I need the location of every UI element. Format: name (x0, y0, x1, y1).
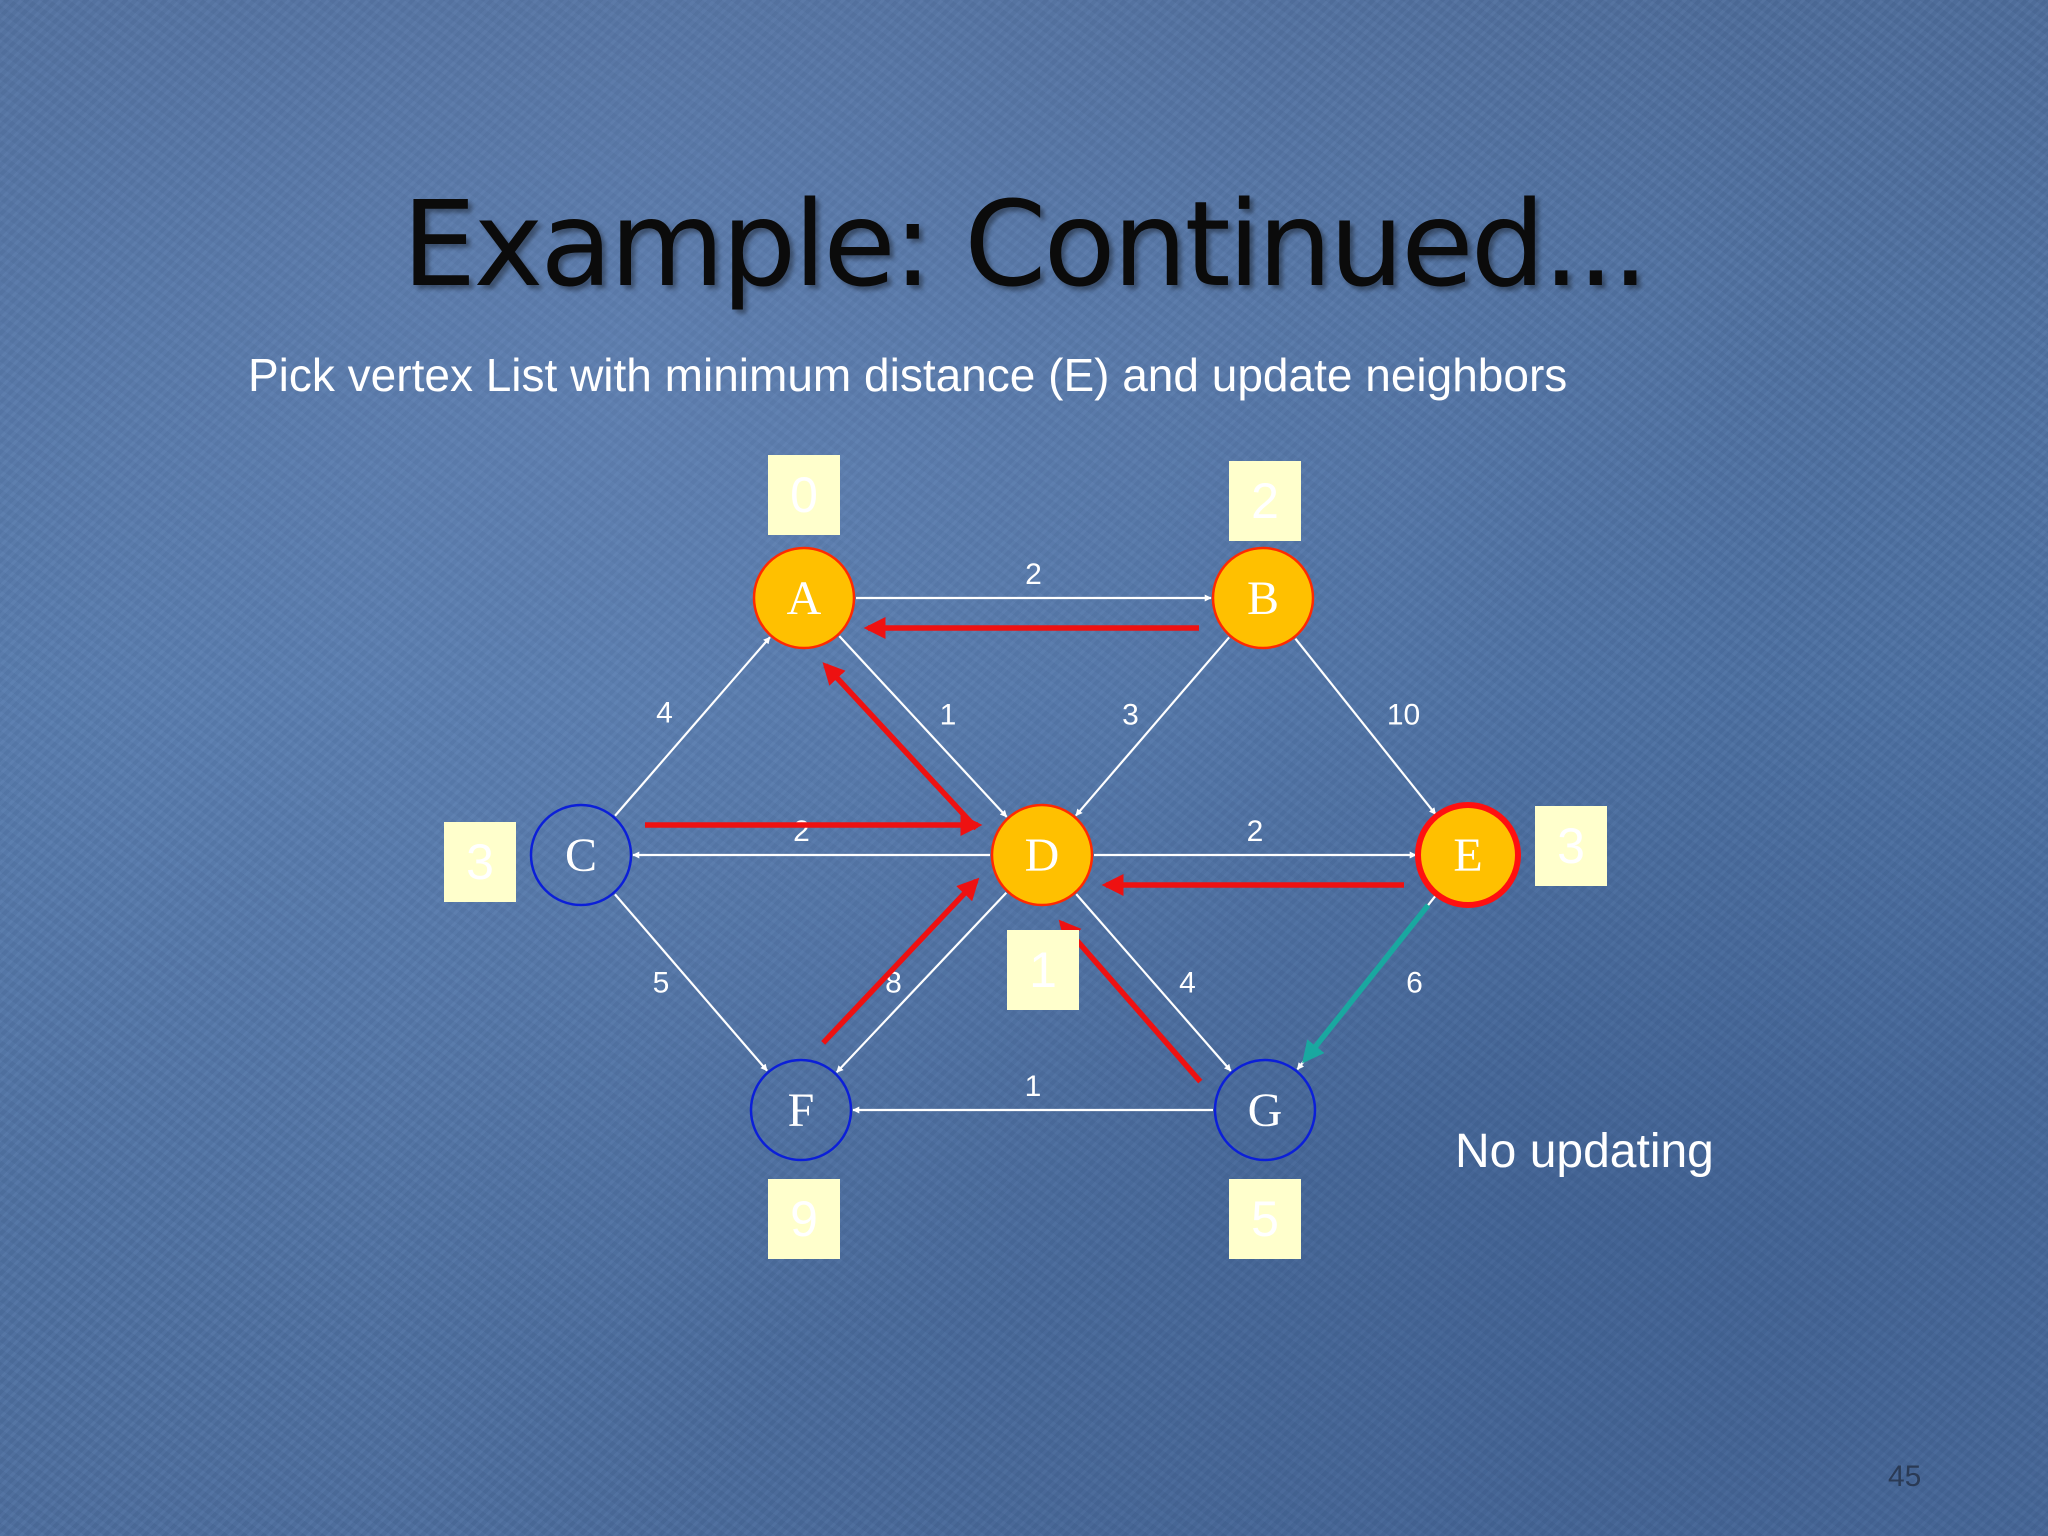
slide-title: Example: Continued... (401, 175, 1649, 313)
no-updating-note: No updating (1455, 1125, 1714, 1178)
edge-weight-B-E: 10 (1387, 699, 1420, 732)
edge-weight-C-F: 5 (653, 967, 670, 1000)
edge-B-D (1075, 636, 1230, 817)
update-arrow-E-G (1302, 903, 1431, 1064)
node-label-B: B (1247, 572, 1279, 625)
distance-box-F: 9 (768, 1179, 840, 1259)
edge-weight-A-B: 2 (1025, 558, 1042, 591)
edge-D-F (835, 892, 1008, 1073)
edge-weight-A-D: 1 (940, 699, 957, 732)
path-arrow-F-D (821, 877, 980, 1045)
distance-value-G: 5 (1251, 1191, 1279, 1247)
node-D: D (990, 803, 1094, 907)
distance-value-E: 3 (1557, 818, 1585, 874)
distance-box-E: 3 (1535, 806, 1607, 886)
edge-weight-E-G: 6 (1406, 967, 1423, 1000)
edge-weight-C-A: 4 (656, 697, 673, 730)
edge-A-D (838, 635, 1008, 818)
distance-box-D: 1 (1007, 930, 1079, 1010)
path-arrow-G-D (1058, 919, 1203, 1084)
distance-value-C: 3 (466, 834, 494, 890)
edge-C-A (614, 636, 771, 817)
distance-value-F: 9 (790, 1191, 818, 1247)
edge-weight-D-E: 2 (1247, 815, 1264, 848)
distance-box-B: 2 (1229, 461, 1301, 541)
node-label-F: F (788, 1084, 815, 1137)
edge-weight-G-F: 1 (1025, 1070, 1042, 1103)
node-label-G: G (1248, 1084, 1283, 1137)
node-label-D: D (1025, 829, 1060, 882)
node-G: G (1213, 1058, 1317, 1162)
node-label-A: A (787, 572, 822, 625)
distance-value-A: 0 (790, 467, 818, 523)
edge-weight-D-C: 2 (793, 815, 810, 848)
node-E: E (1415, 802, 1521, 908)
edge-C-F (614, 893, 768, 1072)
distance-box-C: 3 (444, 822, 516, 902)
node-F: F (749, 1058, 853, 1162)
path-arrow-D-A (822, 662, 979, 831)
distance-box-G: 5 (1229, 1179, 1301, 1259)
edge-D-G (1075, 893, 1232, 1072)
node-C: C (529, 803, 633, 907)
node-A: A (752, 546, 856, 650)
edge-weight-D-G: 4 (1179, 967, 1196, 1000)
slide-subtitle: Pick vertex List with minimum distance (… (248, 349, 1568, 401)
distance-value-D: 1 (1029, 942, 1057, 998)
node-label-E: E (1453, 829, 1482, 882)
node-B: B (1211, 546, 1315, 650)
edge-weight-B-D: 3 (1122, 699, 1139, 732)
distance-value-B: 2 (1251, 473, 1279, 529)
distance-box-A: 0 (768, 455, 840, 535)
edge-B-E (1294, 637, 1437, 816)
node-label-C: C (565, 829, 597, 882)
page-number: 45 (1888, 1460, 1922, 1493)
